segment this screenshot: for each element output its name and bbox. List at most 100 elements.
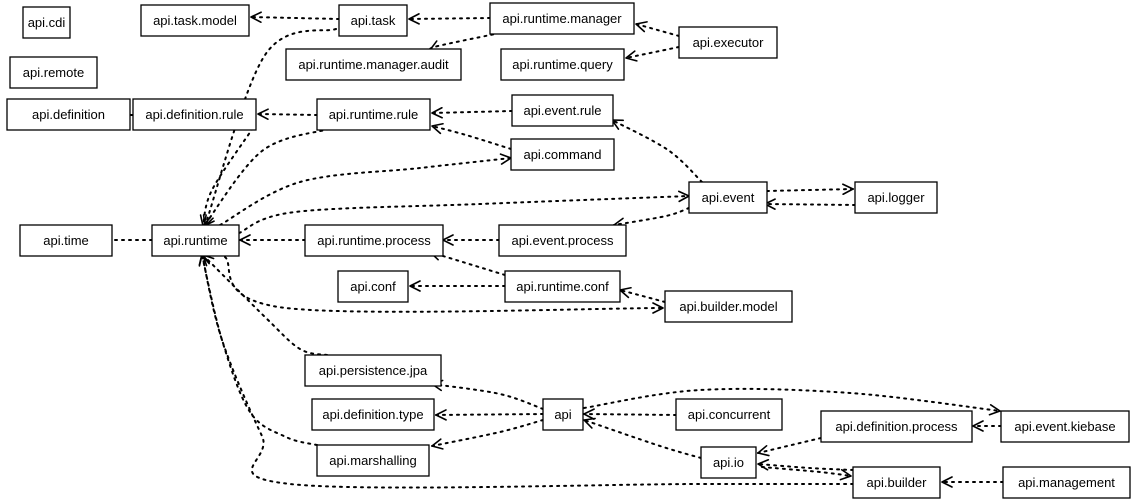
node-time: api.time (19, 224, 113, 257)
node-label: api.runtime.rule (329, 107, 419, 122)
node-box (854, 181, 938, 214)
node-label: api.event.process (512, 233, 614, 248)
node-box (1002, 466, 1131, 499)
node-label: api.definition (32, 107, 105, 122)
node-label: api.io (713, 455, 744, 470)
edge-builder-to-io (757, 458, 854, 471)
edge-definition-process-to-io (757, 437, 822, 457)
node-event-rule: api.event.rule (511, 94, 614, 127)
edge-runtime-rule-to-runtime (203, 128, 330, 227)
edge-runtime-to-command (219, 153, 512, 226)
node-label: api (554, 407, 571, 422)
node-concurrent: api.concurrent (675, 398, 783, 431)
node-task-model: api.task.model (140, 4, 250, 37)
node-label: api.runtime.manager (502, 11, 622, 26)
edge-runtime-manager-to-task (408, 13, 491, 25)
node-box (500, 48, 625, 81)
node-definition-rule: api.definition.rule (132, 98, 257, 131)
node-box (511, 94, 614, 127)
node-label: api.executor (693, 35, 764, 50)
node-box (542, 398, 584, 431)
node-command: api.command (510, 138, 615, 171)
node-runtime-conf: api.runtime.conf (504, 270, 621, 303)
node-persistence-jpa: api.persistence.jpa (304, 354, 442, 387)
edge-event-rule-to-runtime-rule (431, 106, 513, 119)
edge-io-to-builder (761, 466, 852, 481)
node-box (9, 56, 98, 89)
node-box (338, 4, 408, 37)
node-box (498, 224, 627, 257)
node-api: api (542, 398, 584, 431)
node-label: api.cdi (28, 15, 66, 30)
node-label: api.conf (350, 279, 396, 294)
edge-definition-rule-to-runtime (199, 127, 254, 227)
node-box (664, 290, 793, 323)
node-definition-process: api.definition.process (820, 410, 973, 443)
node-event-process: api.event.process (498, 224, 627, 257)
node-box (151, 224, 240, 257)
node-box (678, 26, 778, 59)
edge-runtime-to-event (238, 190, 690, 234)
node-box (304, 354, 442, 387)
edge-builder-model-to-runtime-conf (619, 286, 666, 303)
node-label: api.task (351, 13, 396, 28)
node-box (285, 48, 462, 81)
node-box (316, 98, 431, 131)
node-task: api.task (338, 4, 408, 37)
node-label: api.event (702, 190, 755, 205)
node-builder-model: api.builder.model (664, 290, 793, 323)
node-label: api.runtime.query (512, 57, 613, 72)
node-label: api.remote (23, 65, 84, 80)
node-builder: api.builder (852, 466, 941, 499)
node-runtime-process: api.runtime.process (304, 224, 444, 257)
edge-executor-to-runtime-manager (635, 21, 680, 37)
node-label: api.persistence.jpa (319, 363, 428, 378)
edge-task-to-task-model (250, 11, 340, 24)
edge-api-to-persistence-jpa (431, 379, 544, 410)
edge-event-to-event-rule (611, 119, 703, 183)
edge-concurrent-to-api (583, 408, 677, 420)
node-label: api.builder.model (679, 299, 777, 314)
node-box (22, 6, 71, 39)
node-box (311, 398, 435, 431)
node-label: api.concurrent (688, 407, 771, 422)
node-label: api.runtime.process (317, 233, 431, 248)
edge-io-to-api (583, 417, 702, 459)
edge-runtime-rule-to-definition-rule (257, 108, 318, 120)
node-label: api.definition.rule (145, 107, 243, 122)
node-runtime-query: api.runtime.query (500, 48, 625, 81)
node-box (504, 270, 621, 303)
node-label: api.runtime (163, 233, 227, 248)
node-runtime-manager-audit: api.runtime.manager.audit (285, 48, 462, 81)
node-box (140, 4, 250, 37)
edge-command-to-runtime-rule (431, 122, 512, 150)
node-label: api.runtime.conf (516, 279, 609, 294)
node-box (316, 444, 430, 477)
edge-runtime-to-builder-model (224, 256, 664, 314)
node-executor: api.executor (678, 26, 778, 59)
node-management: api.management (1002, 466, 1131, 499)
node-box (132, 98, 257, 131)
node-event: api.event (688, 181, 768, 214)
node-marshalling: api.marshalling (316, 444, 430, 477)
node-box (489, 2, 635, 35)
node-remote: api.remote (9, 56, 98, 89)
node-label: api.logger (867, 190, 925, 205)
node-definition: api.definition (6, 98, 131, 131)
node-label: api.time (43, 233, 89, 248)
node-label: api.marshalling (329, 453, 416, 468)
node-box (6, 98, 131, 131)
edge-builder-to-runtime (198, 253, 854, 489)
node-label: api.management (1018, 475, 1115, 490)
edge-api-to-event-kiebase (583, 387, 1001, 416)
edge-logger-to-event (764, 198, 856, 210)
node-definition-type: api.definition.type (311, 398, 435, 431)
edge-persistence-jpa-to-runtime (202, 254, 328, 356)
node-box (675, 398, 783, 431)
node-logger: api.logger (854, 181, 938, 214)
edge-event-to-event-process (613, 207, 690, 230)
node-label: api.task.model (153, 13, 237, 28)
node-box (1000, 410, 1130, 443)
node-label: api.definition.process (835, 419, 958, 434)
edge-executor-to-runtime-query (625, 46, 680, 62)
